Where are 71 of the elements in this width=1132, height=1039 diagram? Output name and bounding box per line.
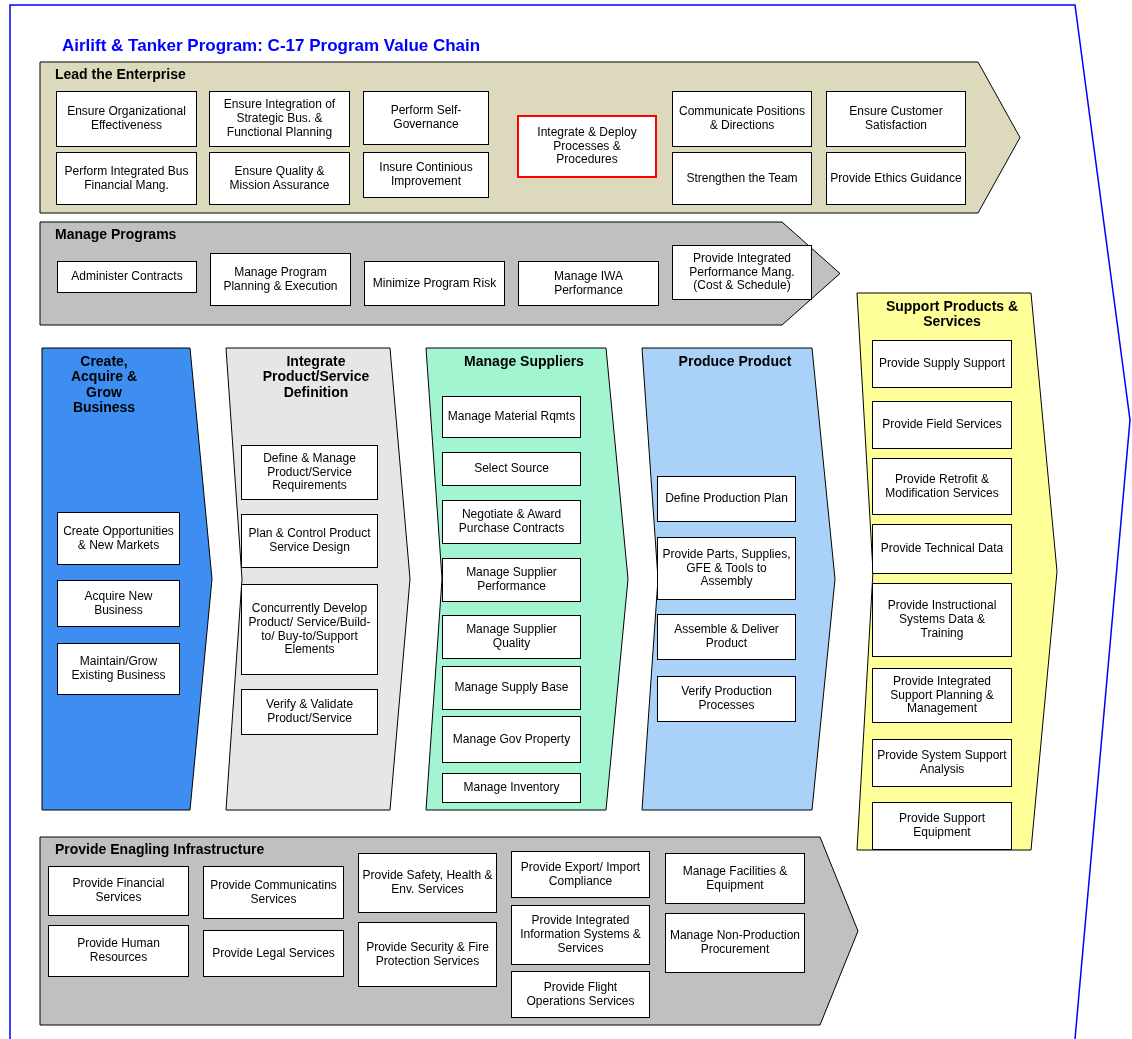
band-heading: Provide Enagling Infrastructure: [55, 842, 265, 858]
process-box: Provide Integrated Support Planning & Management: [872, 668, 1012, 723]
process-box: Acquire New Business: [57, 580, 180, 627]
process-box: Communicate Positions & Directions: [672, 91, 812, 147]
process-box: Integrate & Deploy Processes & Procedures: [517, 115, 657, 178]
process-box: Provide Security & Fire Protection Services: [358, 922, 497, 987]
process-box: Provide Export/ Import Compliance: [511, 851, 650, 898]
chevron-band: [40, 837, 858, 1025]
chevron-band: [642, 348, 835, 810]
chevron-band: [40, 62, 1020, 213]
process-box: Provide Technical Data: [872, 524, 1012, 574]
process-box: Provide Retrofit & Modification Services: [872, 458, 1012, 515]
process-box: Manage Gov Property: [442, 716, 581, 763]
chevron-band: [857, 293, 1057, 850]
band-heading: Lead the Enterprise: [55, 67, 186, 83]
process-box: Provide Safety, Health & Env. Services: [358, 853, 497, 913]
process-box: Assemble & Deliver Product: [657, 614, 796, 660]
process-box: Provide Support Equipment: [872, 802, 1012, 850]
chevron-band: [226, 348, 410, 810]
process-box: Provide Supply Support: [872, 340, 1012, 388]
process-box: Manage Supplier Quality: [442, 615, 581, 659]
process-box: Define Production Plan: [657, 476, 796, 522]
process-box: Insure Continious Improvement: [363, 152, 489, 198]
diagram-title: Airlift & Tanker Program: C-17 Program Value Chain: [62, 36, 481, 56]
process-box: Manage Supply Base: [442, 666, 581, 710]
band-heading: Produce Product: [677, 354, 793, 370]
process-box: Define & Manage Product/Service Requirements: [241, 445, 378, 500]
process-box: Provide System Support Analysis: [872, 739, 1012, 787]
process-box: Provide Communicatins Services: [203, 866, 344, 919]
process-box: Ensure Quality & Mission Assurance: [209, 152, 350, 205]
band-heading: Manage Programs: [55, 227, 177, 243]
band-heading: Support Products & Services: [884, 299, 1020, 330]
process-box: Perform Integrated Bus Financial Mang.: [56, 152, 197, 205]
process-box: Maintain/Grow Existing Business: [57, 643, 180, 695]
process-box: Minimize Program Risk: [364, 261, 505, 306]
process-box: Provide Legal Services: [203, 930, 344, 977]
band-heading: Manage Suppliers: [463, 354, 585, 370]
process-box: Concurrently Develop Product/ Service/Build-to/ Buy-to/Support Elements: [241, 584, 378, 675]
band-heading: Integrate Product/Service Definition: [261, 354, 371, 401]
process-box: Select Source: [442, 452, 581, 486]
process-box: Provide Human Resources: [48, 925, 189, 977]
process-box: Manage Facilities & Equipment: [665, 853, 805, 904]
process-box: Provide Flight Operations Services: [511, 971, 650, 1018]
process-box: Manage Program Planning & Execution: [210, 253, 351, 306]
process-box: Ensure Integration of Strategic Bus. & Functional Planning: [209, 91, 350, 147]
process-box: Manage Material Rqmts: [442, 396, 581, 438]
process-box: Verify & Validate Product/Service: [241, 689, 378, 735]
process-box: Provide Integrated Performance Mang. (Cost & Schedule): [672, 245, 812, 300]
process-box: Manage IWA Performance: [518, 261, 659, 306]
process-box: Negotiate & Award Purchase Contracts: [442, 500, 581, 544]
process-box: Manage Supplier Performance: [442, 558, 581, 602]
process-box: Provide Parts, Supplies, GFE & Tools to Assembly: [657, 537, 796, 600]
process-box: Provide Field Services: [872, 401, 1012, 449]
process-box: Ensure Customer Satisfaction: [826, 91, 966, 147]
process-box: Verify Production Processes: [657, 676, 796, 722]
process-box: Administer Contracts: [57, 261, 197, 293]
process-box: Manage Non-Production Procurement: [665, 913, 805, 973]
band-heading: Create, Acquire & Grow Business: [69, 354, 139, 416]
chevron-band: [40, 222, 840, 325]
chevron-band: [42, 348, 212, 810]
process-box: Create Opportunities & New Markets: [57, 512, 180, 565]
process-box: Provide Financial Services: [48, 866, 189, 916]
process-box: Manage Inventory: [442, 773, 581, 803]
chevron-band: [426, 348, 628, 810]
process-box: Plan & Control Product Service Design: [241, 514, 378, 568]
process-box: Provide Instructional Systems Data & Training: [872, 583, 1012, 657]
process-box: Perform Self-Governance: [363, 91, 489, 145]
process-box: Provide Integrated Information Systems & Services: [511, 905, 650, 965]
process-box: Strengthen the Team: [672, 152, 812, 205]
process-box: Ensure Organizational Effectiveness: [56, 91, 197, 147]
process-box: Provide Ethics Guidance: [826, 152, 966, 205]
